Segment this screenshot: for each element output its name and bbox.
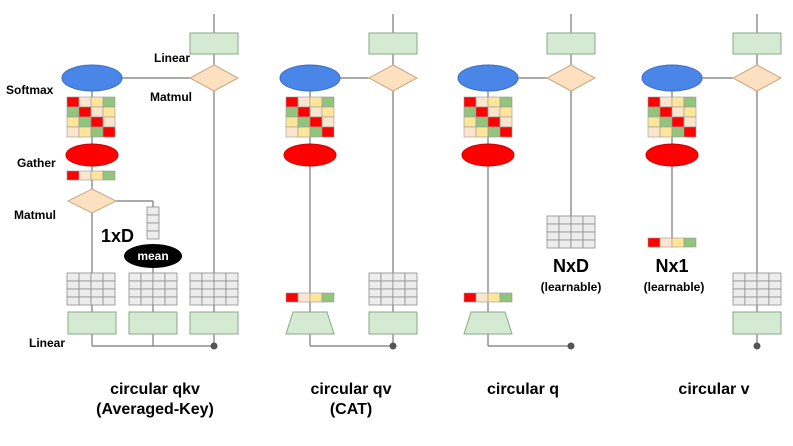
caption-q: circular q (487, 381, 559, 398)
learnable-query-vector (647, 237, 697, 248)
matmul-diamond-left (66, 188, 118, 214)
linear-top-label: Linear (154, 51, 190, 65)
matmul-diamond-top (188, 64, 240, 92)
gather-ellipse (283, 143, 337, 167)
mean-ellipse (124, 244, 182, 268)
mean-label: mean (137, 249, 168, 263)
gathered-vector (66, 170, 116, 181)
input-junction (210, 342, 218, 350)
caption-qkv-line1: circular qkv (110, 381, 200, 398)
input-junction (567, 342, 575, 350)
panel-circular-qv: circular qv (CAT) (279, 14, 419, 418)
circular-vector (463, 292, 513, 303)
softmax-ellipse (457, 64, 519, 92)
linear-k-box (128, 311, 178, 335)
softmax-ellipse (279, 64, 341, 92)
linear-bottom-label: Linear (29, 336, 65, 350)
linear-v-box (732, 311, 782, 335)
nxd-sub-label: (learnable) (541, 280, 602, 294)
caption-v: circular v (678, 381, 749, 398)
input-junction (389, 342, 397, 350)
value-grid (368, 272, 418, 306)
value-grid (732, 272, 782, 306)
matmul-left-label: Matmul (14, 208, 56, 222)
averaged-key-vector (146, 206, 160, 240)
output-linear-box (546, 32, 596, 55)
caption-qv-line1: circular qv (311, 381, 392, 398)
value-grid (189, 272, 239, 306)
input-junction (753, 342, 761, 350)
one-by-d-label: 1xD (101, 226, 134, 246)
learnable-value-grid (546, 215, 596, 249)
caption-qv-line2: (CAT) (330, 401, 372, 418)
softmax-label: Softmax (6, 83, 54, 97)
attention-matrix (66, 96, 116, 138)
matmul-diamond (367, 64, 419, 92)
nxd-label: NxD (553, 256, 589, 276)
attention-matrix (463, 96, 513, 138)
matmul-diamond (545, 64, 597, 92)
linear-v-box (189, 311, 239, 335)
panel-circular-q: NxD (learnable) circular q (457, 14, 602, 398)
query-grid (66, 272, 116, 306)
projection-trapezoid (463, 311, 513, 335)
matmul-diamond (731, 64, 783, 92)
panel-circular-qkv: Linear Softmax Matmul Gather Matmul 1xD … (6, 14, 240, 418)
nx1-sub-label: (learnable) (644, 280, 705, 294)
linear-q-box (67, 311, 117, 335)
output-linear-box (732, 32, 782, 55)
matmul-top-label: Matmul (150, 90, 192, 104)
panel-circular-v: Nx1 (learnable) circular v (641, 14, 783, 398)
linear-v-box (368, 311, 418, 335)
circular-vector (285, 292, 335, 303)
projection-trapezoid (285, 311, 335, 335)
key-grid (128, 272, 178, 306)
gather-ellipse (645, 143, 699, 167)
attention-matrix (647, 96, 697, 138)
nx1-label: Nx1 (655, 256, 688, 276)
softmax-ellipse (641, 64, 703, 92)
caption-qkv-line2: (Averaged-Key) (96, 401, 214, 418)
softmax-ellipse (61, 64, 123, 92)
gather-ellipse (65, 143, 119, 167)
output-linear-box (368, 32, 418, 55)
gather-label: Gather (17, 156, 56, 170)
output-linear-box (189, 32, 239, 55)
attention-matrix (285, 96, 335, 138)
gather-ellipse (461, 143, 515, 167)
